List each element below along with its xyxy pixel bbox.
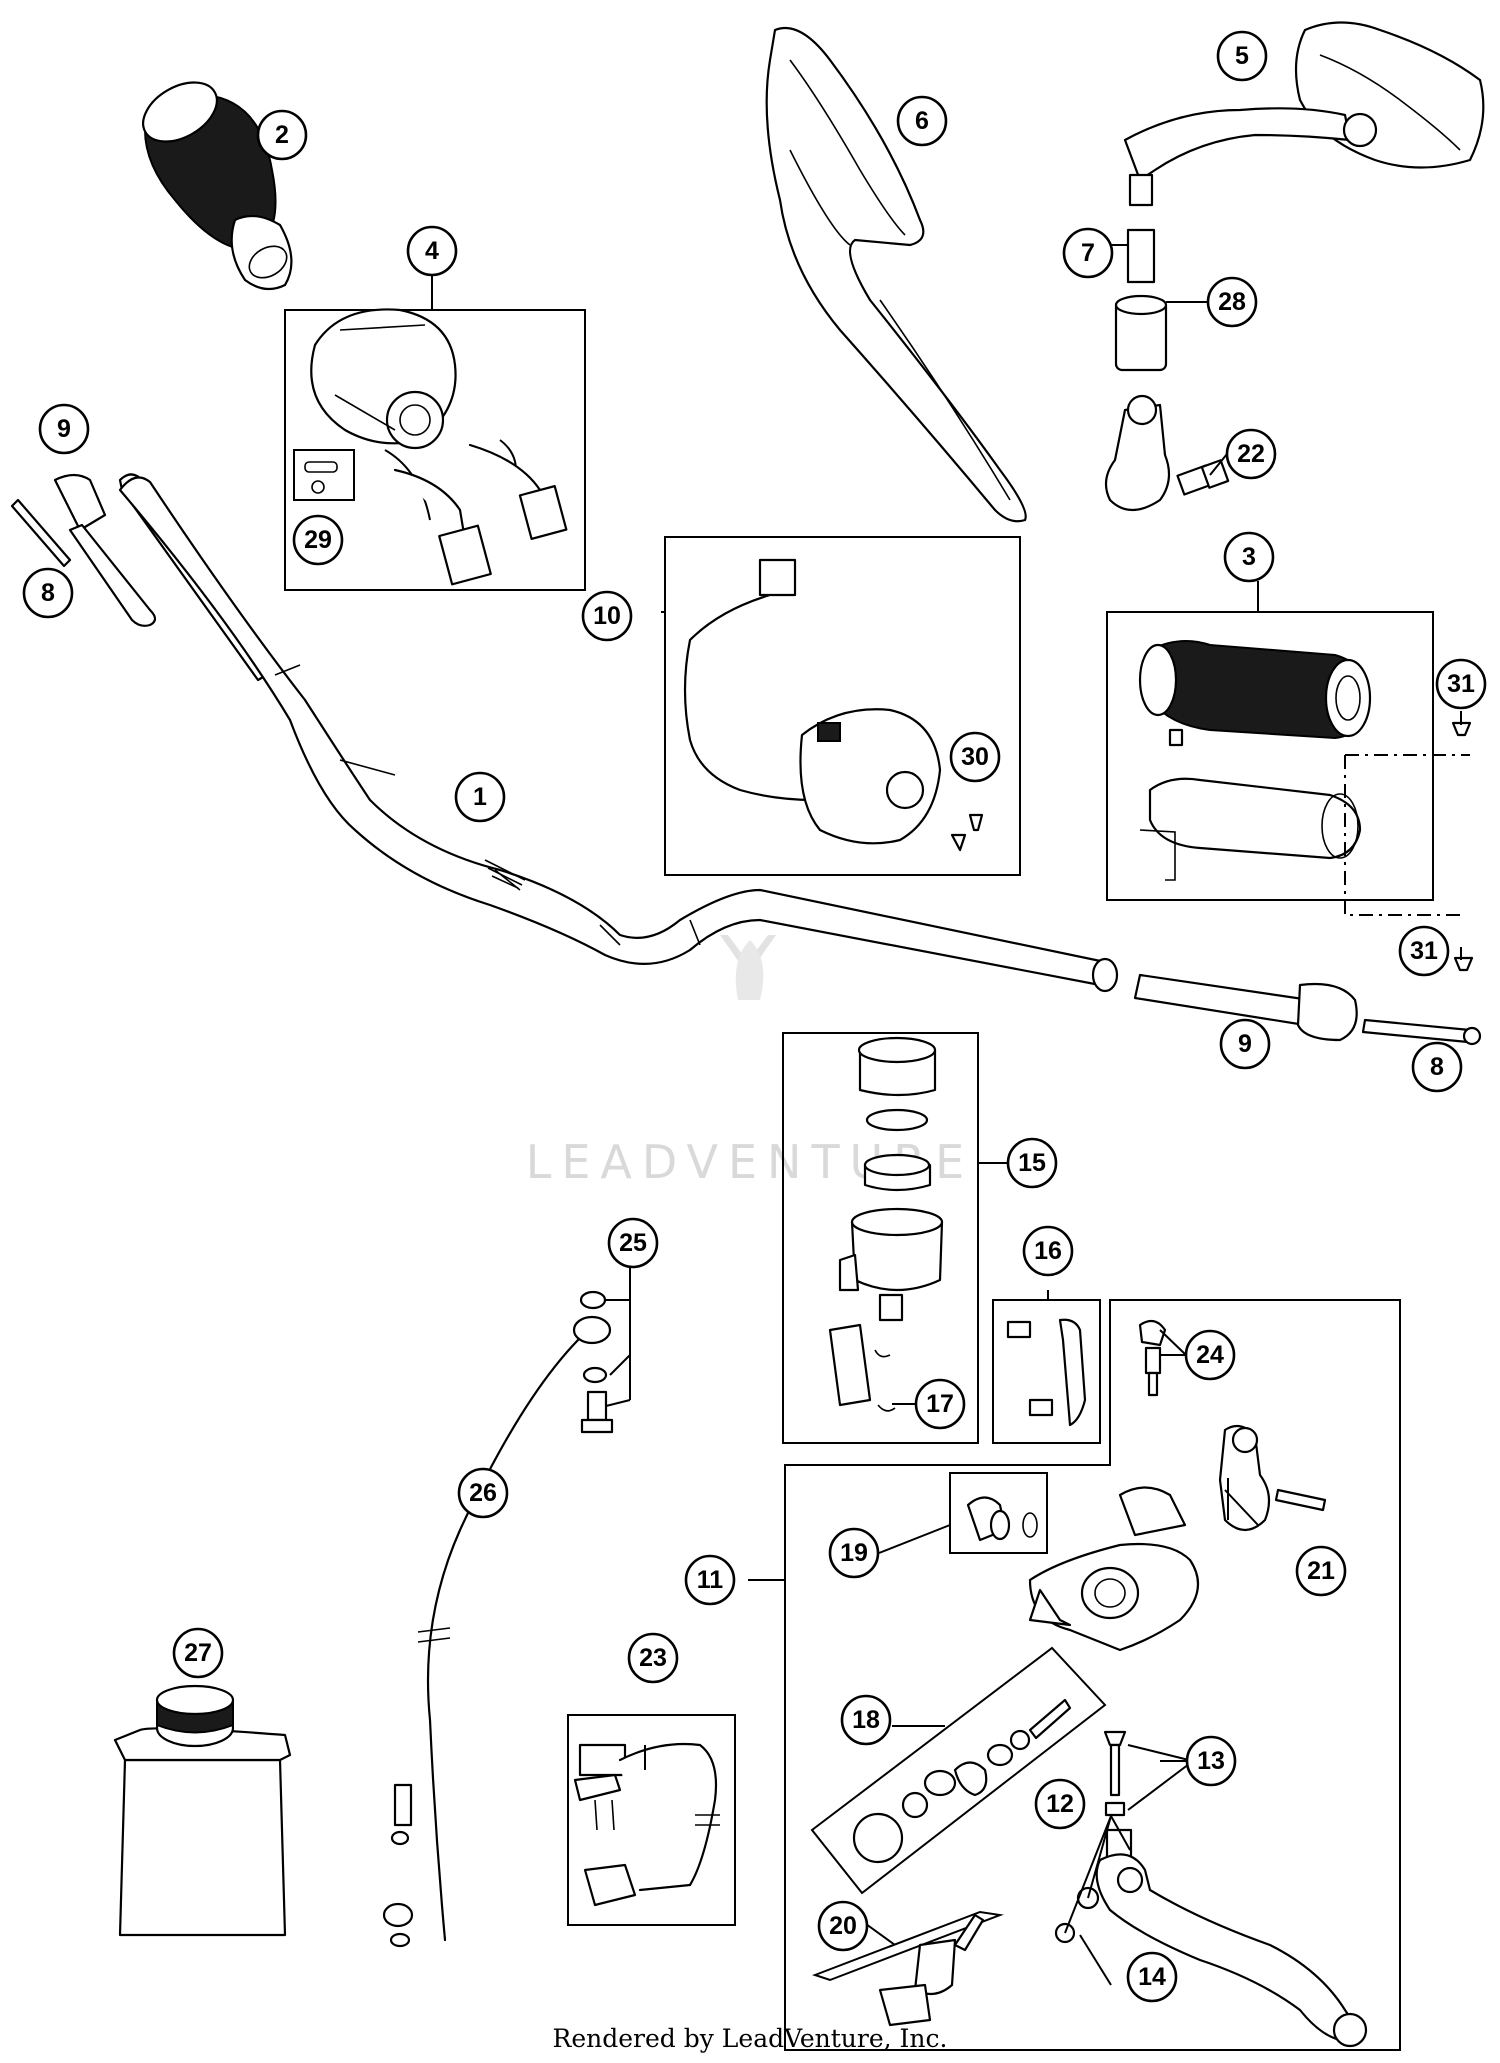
callout-7: 7 (1062, 227, 1114, 279)
part-11-master-cylinder (784, 1299, 1401, 2051)
callout-1-label: 1 (473, 783, 487, 811)
callout-27-label: 27 (184, 1639, 212, 1667)
callout-16-label: 16 (1034, 1237, 1062, 1265)
callout-8b: 8 (1411, 1041, 1463, 1093)
callout-6-label: 6 (915, 107, 929, 135)
callout-8a-label: 8 (41, 579, 55, 607)
callout-31b: 31 (1398, 925, 1450, 977)
callout-4: 4 (406, 225, 458, 277)
callout-2: 2 (256, 109, 308, 161)
part-16-bracket (992, 1299, 1101, 1444)
callout-28-label: 28 (1218, 288, 1246, 316)
callout-14: 14 (1126, 1951, 1178, 2003)
callout-19: 19 (828, 1527, 880, 1579)
part-1-handlebar (118, 476, 1119, 993)
callout-31a: 31 (1435, 658, 1487, 710)
callout-6: 6 (896, 95, 948, 147)
callout-31a-label: 31 (1447, 670, 1475, 698)
callout-13: 13 (1185, 1735, 1237, 1787)
callout-9b: 9 (1219, 1018, 1271, 1070)
part-24-bleeder (1138, 1319, 1167, 1397)
callout-18-label: 18 (852, 1706, 880, 1734)
callout-4-label: 4 (425, 237, 439, 265)
callout-23-label: 23 (639, 1644, 667, 1672)
callout-17-label: 17 (926, 1390, 954, 1418)
callout-7-label: 7 (1081, 239, 1095, 267)
callout-15: 15 (1006, 1137, 1058, 1189)
callout-2-label: 2 (275, 121, 289, 149)
callout-10-label: 10 (593, 602, 621, 630)
callout-22: 22 (1225, 428, 1277, 480)
part-31-screws (1451, 721, 1474, 972)
callout-18: 18 (840, 1694, 892, 1746)
footer-credit: Rendered by LeadVenture, Inc. (552, 2024, 948, 2053)
part-15-reservoir (782, 1032, 979, 1444)
callout-29: 29 (292, 514, 344, 566)
callout-20-label: 20 (829, 1912, 857, 1940)
leader-lines (431, 244, 1462, 1986)
callout-9b-label: 9 (1238, 1030, 1252, 1058)
callout-22-label: 22 (1237, 440, 1265, 468)
callout-10: 10 (581, 590, 633, 642)
callout-13-label: 13 (1197, 1747, 1225, 1775)
callout-19-label: 19 (840, 1539, 868, 1567)
part-5-mirror (1123, 21, 1485, 207)
callout-21: 21 (1295, 1545, 1347, 1597)
callout-3-label: 3 (1242, 543, 1256, 571)
part-2-left-grip (142, 81, 293, 291)
callout-23: 23 (627, 1632, 679, 1684)
callout-24: 24 (1184, 1329, 1236, 1381)
callout-5-label: 5 (1235, 42, 1249, 70)
callout-12: 12 (1034, 1778, 1086, 1830)
callout-9a: 9 (38, 403, 90, 455)
callout-8a: 8 (22, 567, 74, 619)
callout-12-label: 12 (1046, 1790, 1074, 1818)
part-3-throttle-grip (1106, 611, 1470, 916)
part-27-fluid-bottle (113, 1684, 292, 1937)
part-8-9-right-bar-end (1133, 973, 1482, 1046)
callout-25: 25 (607, 1217, 659, 1269)
callout-5: 5 (1216, 30, 1268, 82)
callout-11-label: 11 (697, 1566, 724, 1594)
callout-1: 1 (454, 771, 506, 823)
callout-30: 30 (949, 731, 1001, 783)
callout-11: 11 (684, 1554, 736, 1606)
part-25-26-brake-hose (382, 1290, 614, 1948)
callout-31b-label: 31 (1410, 937, 1438, 965)
callout-29-label: 29 (304, 526, 332, 554)
callout-17: 17 (914, 1378, 966, 1430)
callout-14-label: 14 (1138, 1963, 1166, 1991)
callout-25-label: 25 (619, 1229, 647, 1257)
callout-9a-label: 9 (57, 415, 71, 443)
callout-21-label: 21 (1307, 1557, 1335, 1585)
callout-28: 28 (1206, 276, 1258, 328)
callout-24-label: 24 (1196, 1341, 1224, 1369)
part-6-handguard (765, 26, 1027, 523)
part-23-brake-switch (567, 1714, 736, 1926)
callout-27: 27 (172, 1627, 224, 1679)
part-4-left-switch (284, 308, 586, 591)
callout-26: 26 (457, 1467, 509, 1519)
callout-15-label: 15 (1018, 1149, 1046, 1177)
part-7-28-22-mirror-mount (1104, 228, 1230, 512)
callout-16: 16 (1022, 1225, 1074, 1277)
callout-26-label: 26 (469, 1479, 497, 1507)
callout-30-label: 30 (961, 743, 989, 771)
part-10-right-switch (664, 536, 1021, 876)
callout-8b-label: 8 (1430, 1053, 1444, 1081)
callout-3: 3 (1223, 531, 1275, 583)
callout-20: 20 (817, 1900, 869, 1952)
